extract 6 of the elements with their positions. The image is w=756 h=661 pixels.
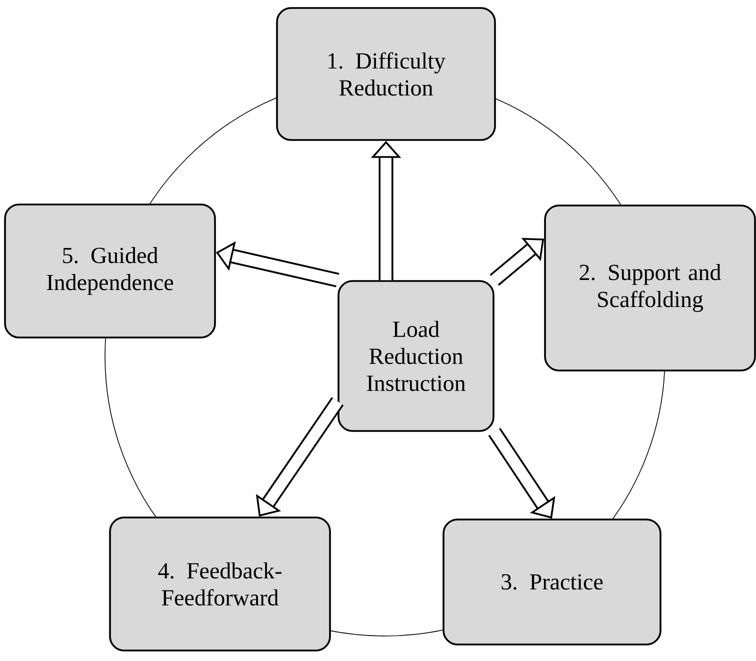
process-box: 5. Guided Independence xyxy=(4,204,216,338)
process-box: 3. Practice xyxy=(442,518,662,646)
process-box: 1. Difficulty Reduction xyxy=(276,7,496,141)
process-box: 4. Feedback-Feedforward xyxy=(109,516,331,652)
center-box: Load Reduction Instruction xyxy=(338,280,494,432)
process-box: 2. Support and Scaffolding xyxy=(544,204,756,372)
